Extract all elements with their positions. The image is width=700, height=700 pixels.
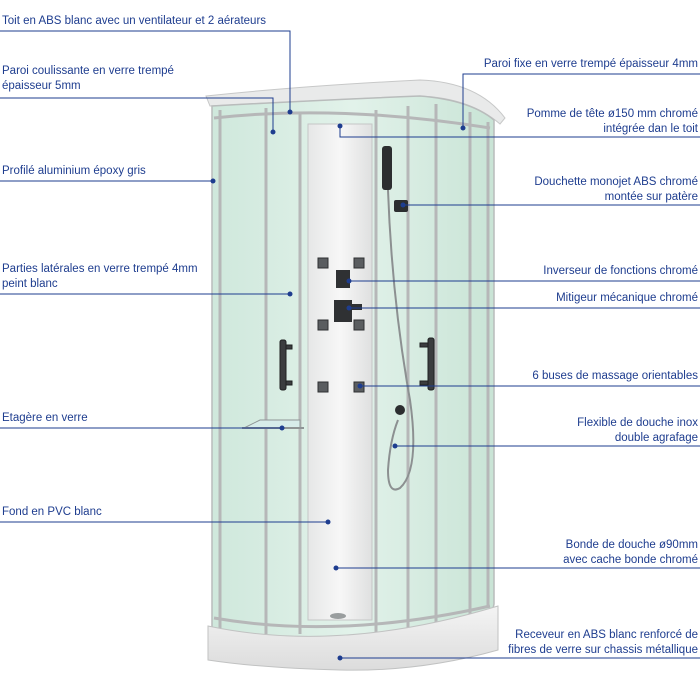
label-line: avec cache bonde chromé: [563, 554, 698, 566]
leader-dots-right: [333, 123, 466, 661]
label-line: Douchette monojet ABS chromé: [534, 176, 698, 188]
central-panel: [307, 123, 373, 621]
label-line: Flexible de douche inox: [577, 417, 698, 429]
label-line: intégrée dan le toit: [603, 123, 698, 135]
label-line: double agrafage: [614, 432, 698, 444]
label-line: Toit en ABS blanc avec un ventilateur et…: [2, 15, 267, 27]
label-line: Bonde de douche ø90mm: [565, 539, 698, 551]
label-paroi-fixe: Paroi fixe en verre trempé épaisseur 4mm: [484, 57, 698, 72]
label-pomme: Pomme de tête ø150 mm chromé intégrée da…: [527, 107, 698, 137]
label-fond: Fond en PVC blanc: [2, 505, 102, 520]
label-line: Profilé aluminium époxy gris: [2, 165, 146, 177]
label-mitigeur: Mitigeur mécanique chromé: [556, 291, 698, 306]
label-line: montée sur patère: [604, 191, 698, 203]
label-inverseur: Inverseur de fonctions chromé: [543, 264, 698, 279]
label-line: 6 buses de massage orientables: [532, 370, 698, 382]
leader-lines-left: [0, 30, 328, 523]
hand-shower-head: [382, 146, 392, 190]
label-line: Paroi fixe en verre trempé épaisseur 4mm: [483, 58, 698, 70]
label-buses: 6 buses de massage orientables: [532, 369, 698, 384]
label-bonde: Bonde de douche ø90mm avec cache bonde c…: [563, 538, 698, 568]
bottom-rail: [213, 604, 491, 629]
label-profile: Profilé aluminium époxy gris: [2, 164, 146, 179]
label-line: Paroi coulissante en verre trempé: [2, 65, 174, 77]
label-line: fibres de verre sur chassis métallique: [508, 644, 698, 656]
label-line: peint blanc: [2, 278, 58, 290]
mixer-lever: [352, 304, 362, 310]
door-handles: [279, 337, 435, 391]
label-line: Fond en PVC blanc: [2, 506, 102, 518]
label-line: Etagère en verre: [2, 412, 88, 424]
label-toit: Toit en ABS blanc avec un ventilateur et…: [2, 14, 266, 29]
label-receveur: Receveur en ABS blanc renforcé de fibres…: [508, 628, 698, 658]
label-line: Inverseur de fonctions chromé: [543, 265, 698, 277]
label-line: épaisseur 5mm: [2, 80, 81, 92]
top-rail: [213, 111, 491, 130]
label-line: Mitigeur mécanique chromé: [556, 292, 698, 304]
label-line: Parties latérales en verre trempé 4mm: [2, 263, 198, 275]
label-flexible: Flexible de douche inox double agrafage: [577, 416, 698, 446]
drain-cover: [330, 613, 346, 619]
label-paroi-coulissante: Paroi coulissante en verre trempé épaiss…: [2, 64, 174, 94]
leader-lines-right: [336, 73, 700, 659]
shower-tray: [207, 605, 499, 671]
leader-dots-left: [210, 109, 331, 525]
label-line: Receveur en ABS blanc renforcé de: [515, 629, 698, 641]
shower-hose: [386, 189, 415, 491]
aluminium-profiles: [218, 104, 490, 634]
label-line: Pomme de tête ø150 mm chromé: [526, 108, 698, 120]
label-douchette: Douchette monojet ABS chromé montée sur …: [534, 175, 698, 205]
diverter: [336, 270, 350, 288]
label-parties-laterales: Parties latérales en verre trempé 4mm pe…: [2, 262, 198, 292]
hose-connector: [395, 405, 405, 415]
mixer: [334, 300, 352, 322]
label-etagere: Etagère en verre: [2, 411, 88, 426]
